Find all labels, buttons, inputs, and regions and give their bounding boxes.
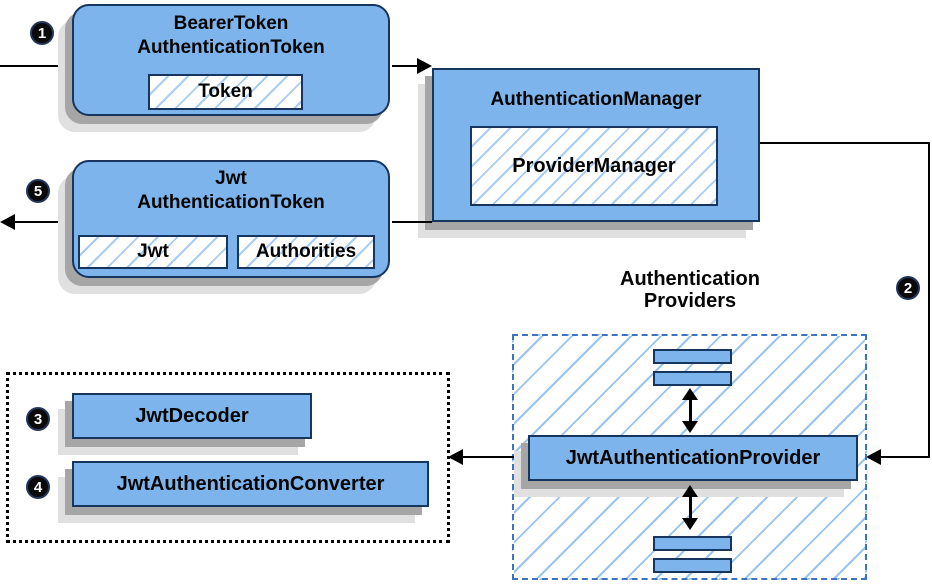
jwt-authentication-token-node: Jwt AuthenticationToken Jwt Authorities (72, 160, 390, 278)
incoming-request-line (0, 65, 72, 67)
bearer-token-title-line2: AuthenticationToken (137, 37, 325, 58)
step-1-number: 1 (37, 24, 47, 42)
jwt-token-node-title: Jwt AuthenticationToken (74, 167, 388, 215)
provider-stub-rect-top-2 (653, 371, 732, 386)
bearer-token-authentication-token-node: BearerToken AuthenticationToken Token (72, 4, 390, 116)
jwt-authentication-provider-node: JwtAuthenticationProvider (528, 435, 858, 481)
authentication-providers-label-line1: Authentication (620, 268, 760, 290)
authentication-providers-label-line2: Providers (643, 290, 737, 312)
bearer-to-manager-arrowhead-icon (417, 58, 432, 74)
jwt-authentication-converter-node: JwtAuthenticationConverter (72, 461, 429, 507)
jwt-field-label: Jwt (137, 241, 169, 262)
authorities-field: Authorities (237, 235, 375, 269)
authentication-providers-label: Authentication Providers (560, 268, 820, 312)
jwt-field: Jwt (78, 235, 228, 269)
manager-to-jwt-token-line (392, 221, 432, 223)
step-2-number: 2 (903, 279, 913, 297)
bearer-token-node-title: BearerToken AuthenticationToken (74, 12, 388, 60)
provider-to-helpers-line (462, 456, 514, 458)
step-3-badge: 3 (26, 407, 50, 431)
jwt-authentication-converter-label: JwtAuthenticationConverter (116, 472, 385, 495)
token-field-label: Token (198, 81, 253, 102)
authentication-providers-group: JwtAuthenticationProvider (512, 334, 867, 580)
double-arrow-top-icon (682, 388, 698, 433)
step-5-number: 5 (33, 182, 43, 200)
jwt-decoder-label: JwtDecoder (135, 404, 249, 427)
manager-to-provider-line-top (760, 142, 930, 144)
manager-to-provider-line-bottom (880, 456, 930, 458)
bearer-token-title-line1: BearerToken (173, 13, 289, 34)
outgoing-result-line (13, 221, 72, 223)
authentication-manager-title: AuthenticationManager (490, 89, 702, 110)
step-1-badge: 1 (30, 21, 54, 45)
provider-to-helpers-arrowhead-icon (448, 449, 463, 465)
jwt-token-title-line1: Jwt (215, 168, 247, 189)
authorities-field-label: Authorities (255, 241, 357, 262)
step-5-badge: 5 (26, 179, 50, 203)
manager-to-provider-line-vertical (928, 142, 930, 458)
authentication-manager-node: AuthenticationManager ProviderManager (432, 68, 760, 222)
provider-stub-rect-bottom-1 (653, 536, 732, 551)
step-3-number: 3 (33, 410, 43, 428)
provider-manager-field-label: ProviderManager (512, 154, 676, 177)
outgoing-result-arrowhead-icon (0, 214, 15, 230)
provider-stub-rect-bottom-2 (653, 558, 732, 573)
jwt-authentication-provider-label: JwtAuthenticationProvider (565, 446, 821, 469)
bearer-to-manager-line (392, 65, 420, 67)
manager-to-provider-arrowhead-icon (866, 449, 881, 465)
provider-stub-rect-top-1 (653, 349, 732, 364)
jwt-decoder-node: JwtDecoder (72, 393, 312, 439)
step-2-badge: 2 (896, 276, 920, 300)
double-arrow-bottom-icon (682, 485, 698, 530)
token-field: Token (148, 74, 303, 110)
step-4-number: 4 (33, 478, 43, 496)
jwt-token-title-line2: AuthenticationToken (137, 192, 325, 213)
provider-manager-field: ProviderManager (470, 126, 718, 206)
step-4-badge: 4 (26, 475, 50, 499)
